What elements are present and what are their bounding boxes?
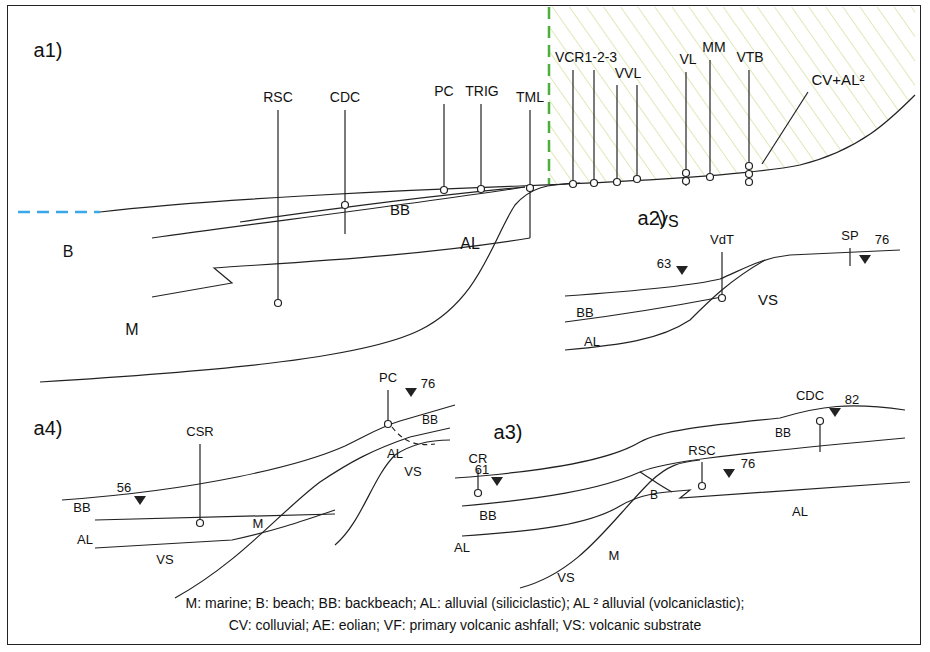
panel-label: a1) [34, 39, 63, 61]
unit-label: M [609, 549, 620, 563]
unit-label: BB [479, 509, 496, 523]
water-level-number: 76 [421, 377, 435, 391]
well-label: CSR [186, 425, 213, 439]
well-label: PC [434, 84, 453, 99]
unit-label: AL [584, 335, 600, 349]
well-label: MM [702, 40, 725, 55]
water-level-number: 56 [117, 481, 131, 495]
legend-note: CV: colluvial; AE: eolian; VF: primary v… [229, 618, 702, 633]
unit-label: VS [404, 465, 421, 479]
water-level-number: 82 [845, 393, 859, 407]
unit-label: AL [454, 541, 470, 555]
well-label: SP [841, 229, 858, 243]
water-level-number: 63 [657, 257, 671, 271]
well-label: VTB [736, 50, 763, 65]
unit-label: BB [775, 427, 791, 440]
unit-label: VS [758, 292, 778, 309]
unit-label: AL [792, 505, 808, 519]
unit-label: AL [460, 235, 480, 253]
well-label: CDC [796, 389, 824, 403]
well-label: RSC [263, 90, 293, 105]
well-label: TML [516, 90, 544, 105]
water-level-number: 76 [875, 233, 889, 247]
well-label: CDC [330, 90, 360, 105]
unit-label: AL [387, 447, 403, 461]
unit-label: B [650, 489, 658, 502]
panel-label: a2) [638, 207, 667, 229]
unit-label: M [253, 517, 264, 531]
unit-label: M [125, 321, 138, 339]
unit-label: VS [156, 553, 173, 567]
water-level-number: 76 [741, 457, 755, 471]
unit-label: VS [557, 571, 574, 585]
unit-label: BB [422, 414, 438, 427]
unit-label: CV+AL² [812, 72, 865, 89]
water-level-number: 61 [475, 463, 489, 477]
unit-label: AL [77, 533, 93, 547]
well-label: VdT [710, 233, 734, 247]
panel-label: a4) [34, 417, 63, 439]
panel-label: a3) [494, 421, 523, 443]
unit-label: BB [73, 501, 90, 515]
legend-note: M: marine; B: beach; BB: backbeach; AL: … [186, 596, 745, 611]
well-label: VCR1-2-3 [555, 50, 617, 65]
well-label: VL [679, 52, 696, 67]
well-label: PC [379, 371, 397, 385]
well-label: TRIG [465, 84, 498, 99]
unit-label: B [63, 243, 74, 261]
well-label: VVL [615, 66, 641, 81]
unit-label: BB [390, 202, 410, 219]
well-label: RSC [688, 444, 715, 458]
unit-label: BB [576, 306, 593, 320]
